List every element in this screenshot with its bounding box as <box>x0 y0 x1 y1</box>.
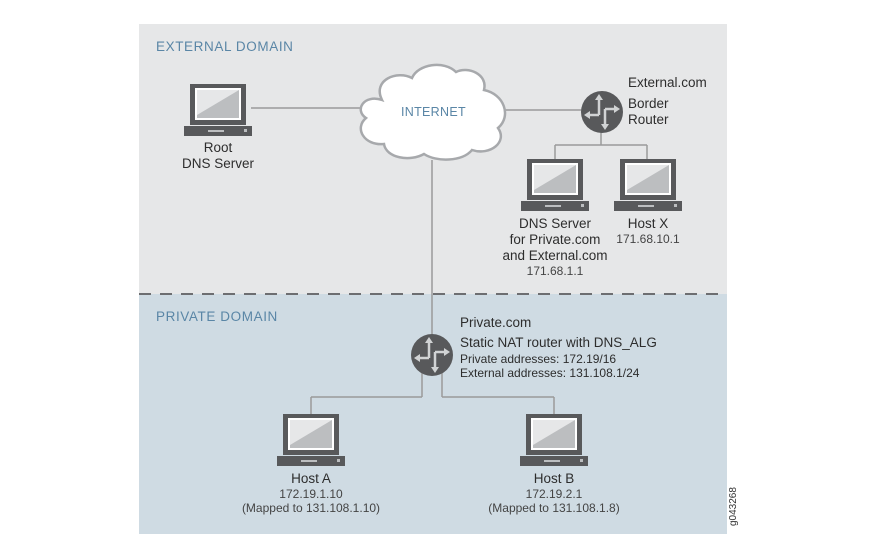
dns-server-line-1: DNS Server <box>518 216 591 231</box>
internet-cloud-icon <box>359 63 507 161</box>
border-router-icon <box>580 90 624 134</box>
host-b-line-1: Host B <box>533 471 575 486</box>
host-b-laptop-icon <box>519 413 589 467</box>
nat-router-icon <box>410 333 454 377</box>
nat-router-title: Static NAT router with DNS_ALG <box>460 335 657 350</box>
host-a-label: Host A 172.19.1.10 (Mapped to 131.108.1.… <box>226 471 396 515</box>
host-a-line-1: Host A <box>291 471 331 486</box>
external-domain-label: EXTERNAL DOMAIN <box>156 39 294 54</box>
host-x-label: Host X 171.68.10.1 <box>603 216 693 246</box>
border-router-line-1: Border <box>628 96 669 111</box>
dns-server-address: 171.68.1.1 <box>526 264 584 278</box>
host-b-mapped: (Mapped to 131.108.1.8) <box>488 501 620 515</box>
border-router-line-2: Router <box>628 112 669 127</box>
internet-label: INTERNET <box>401 105 466 119</box>
private-domain-zone <box>139 294 727 534</box>
nat-external-addresses: External addresses: 131.108.1/24 <box>460 366 640 380</box>
dns-server-laptop-icon <box>520 158 590 212</box>
host-a-laptop-icon <box>276 413 346 467</box>
root-dns-line-2: DNS Server <box>181 156 254 171</box>
root-dns-line-1: Root <box>203 140 233 155</box>
host-b-label: Host B 172.19.2.1 (Mapped to 131.108.1.8… <box>469 471 639 515</box>
host-b-address: 172.19.2.1 <box>525 487 583 501</box>
figure-id: g043268 <box>728 487 739 526</box>
private-com-label: Private.com <box>460 315 532 330</box>
root-dns-server-laptop-icon <box>183 83 253 137</box>
nat-private-addresses: Private addresses: 172.19/16 <box>460 352 617 366</box>
host-x-address: 171.68.10.1 <box>616 232 680 246</box>
host-x-laptop-icon <box>613 158 683 212</box>
dns-server-line-3: and External.com <box>502 248 608 263</box>
host-x-line-1: Host X <box>627 216 669 231</box>
private-domain-label: PRIVATE DOMAIN <box>156 309 278 324</box>
host-a-mapped: (Mapped to 131.108.1.10) <box>241 501 381 515</box>
border-router-label: Border Router <box>628 96 669 128</box>
dns-server-line-2: for Private.com <box>509 232 601 247</box>
host-a-address: 172.19.1.10 <box>279 487 343 501</box>
dns-server-label: DNS Server for Private.com and External.… <box>490 216 620 278</box>
root-dns-server-label: Root DNS Server <box>168 140 268 172</box>
external-com-label: External.com <box>628 75 707 90</box>
